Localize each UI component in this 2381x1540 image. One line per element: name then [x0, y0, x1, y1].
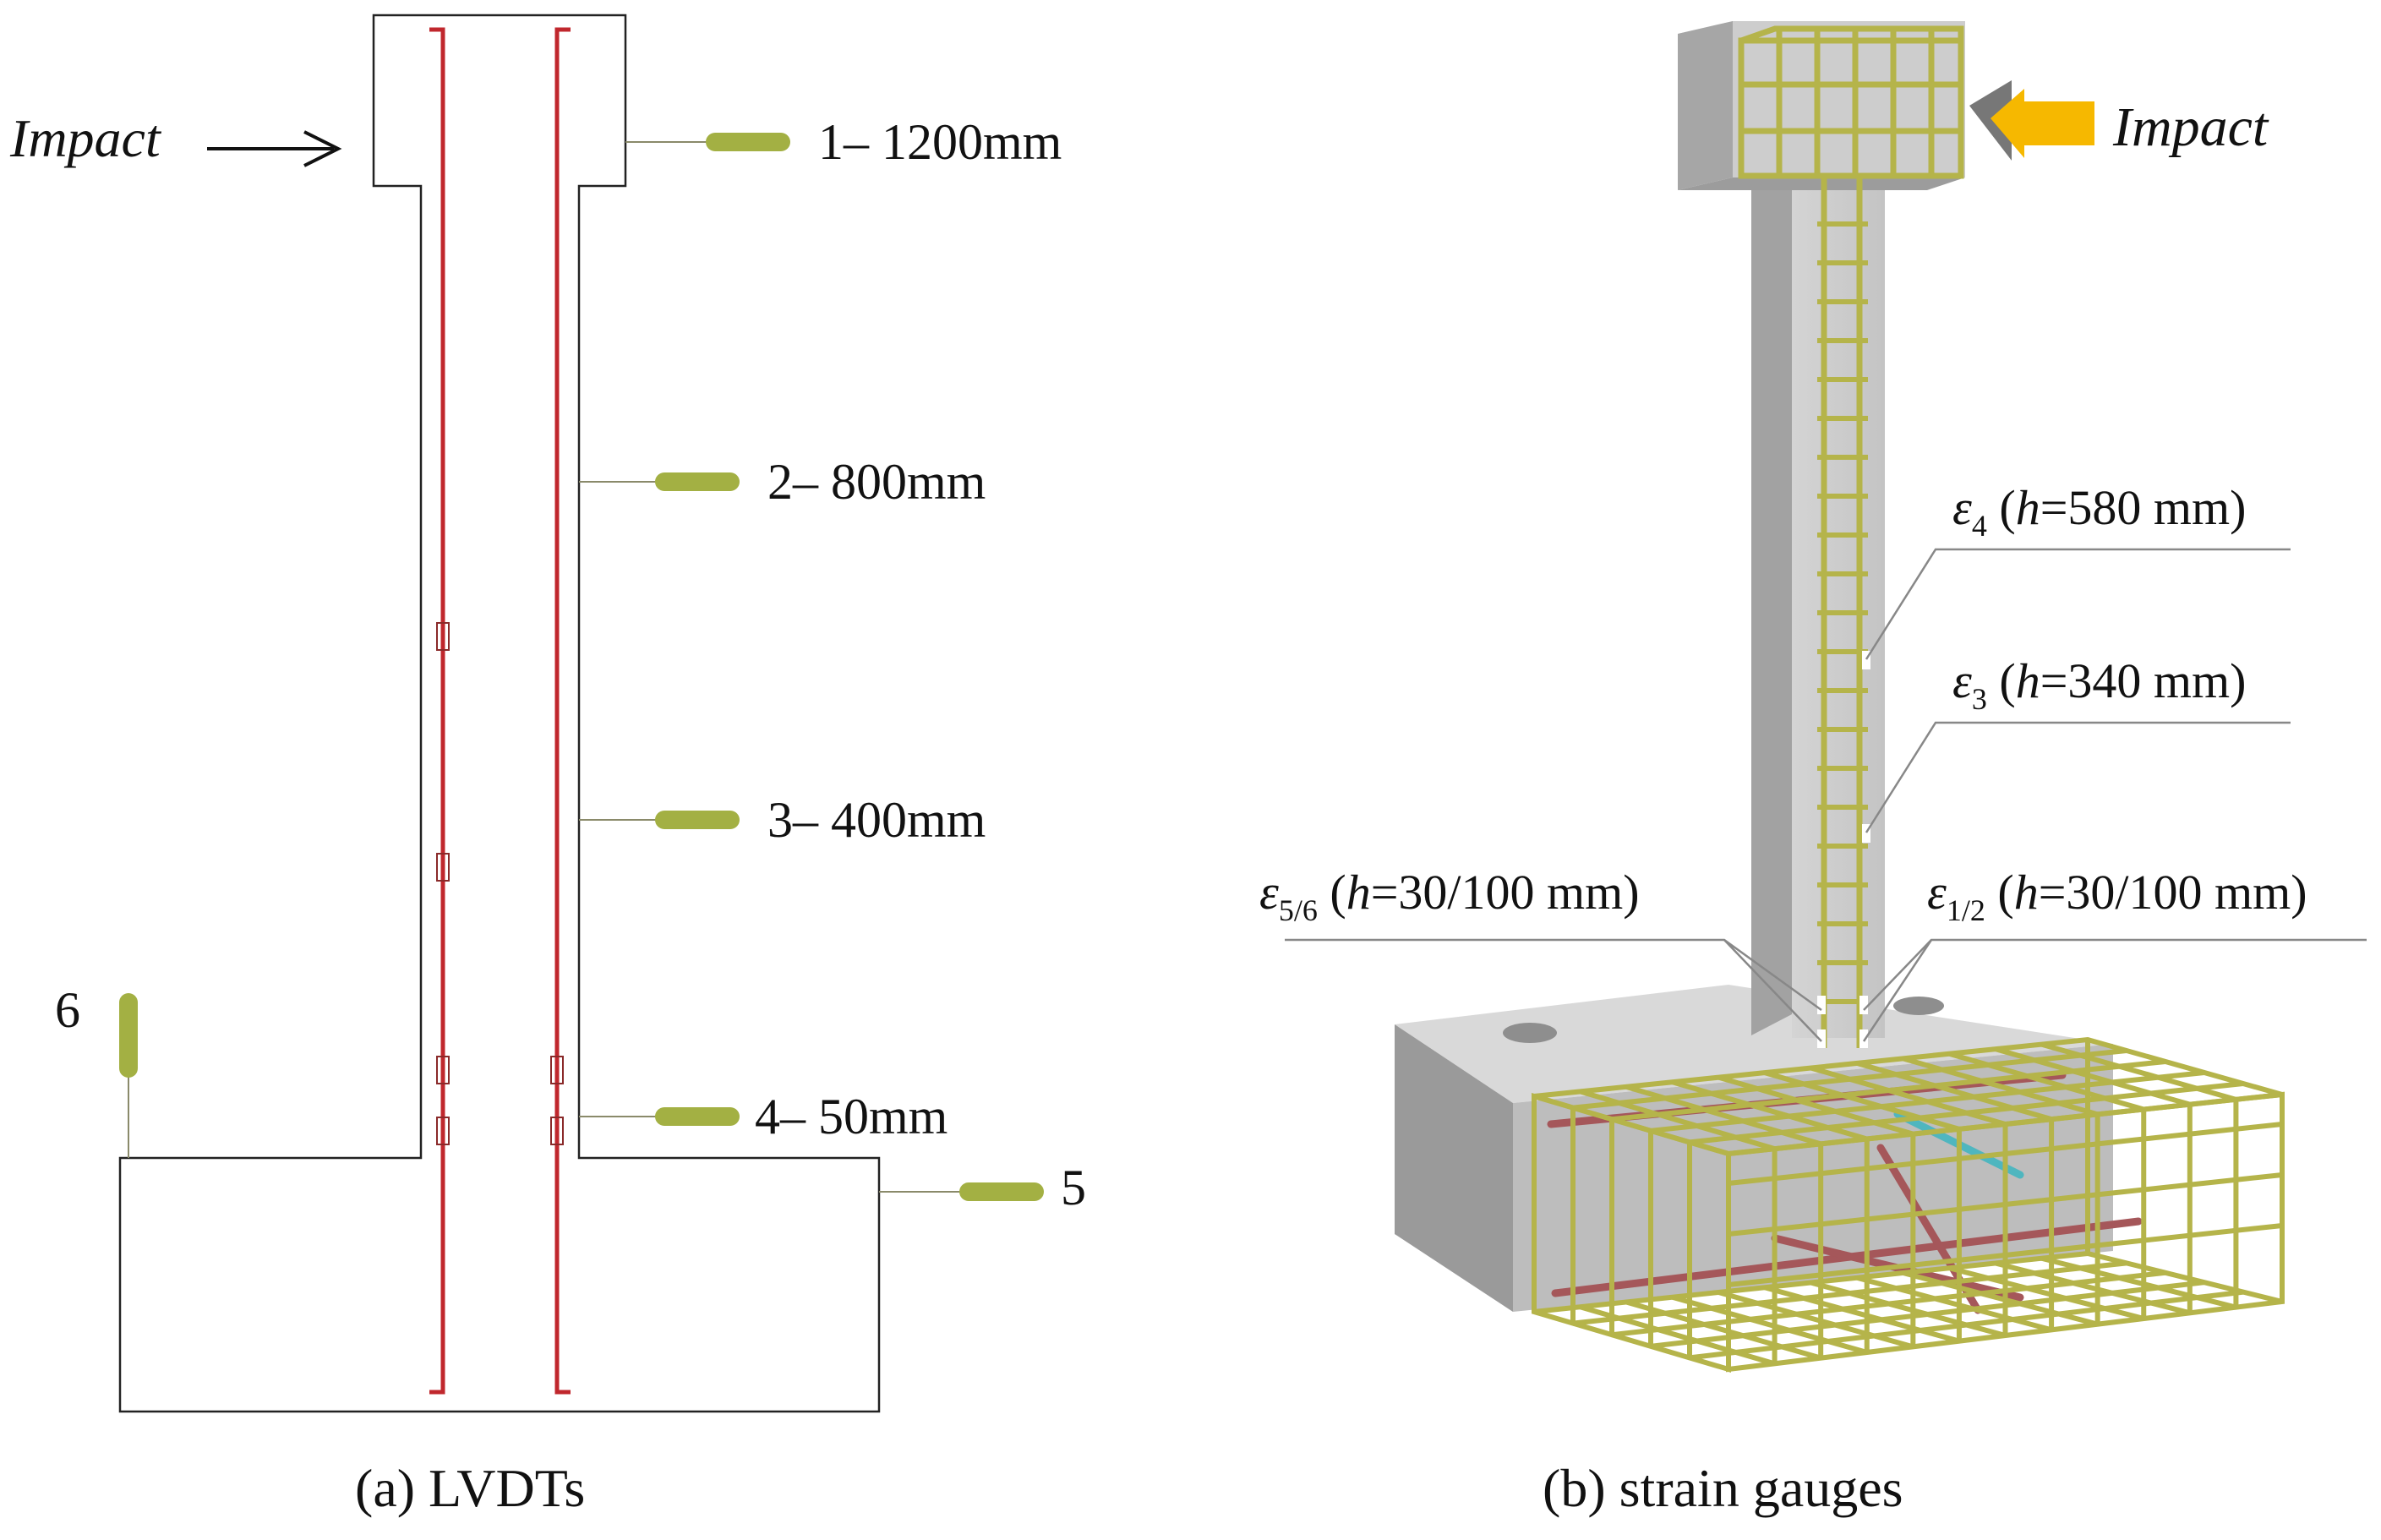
gauge-e12-label: ε1/2 (h=30/100 mm) [1927, 865, 2307, 927]
cage-bar [1671, 1079, 1868, 1142]
specimen-outline [118, 14, 881, 1413]
cage-bar [1689, 1081, 2244, 1145]
rebar-gauge-marks [436, 622, 564, 1145]
cage-bar [1764, 1070, 1960, 1132]
impact-label-b: Impact [2112, 96, 2269, 158]
lvdt-3-label: 3– 400mm [767, 792, 986, 848]
panel-b-strain-gauge-model: Impact ε4 (h=580 mm) ε3 (h=340 mm) ε5/6 … [1259, 21, 2367, 1518]
gauge-e56-label: ε5/6 (h=30/100 mm) [1259, 865, 1640, 927]
lvdt-1: 1– 1200mm [625, 114, 1062, 170]
cage-bar [1625, 1299, 1821, 1361]
impact-label-a: Impact [9, 108, 162, 168]
lvdt-6-label: 6 [55, 982, 80, 1038]
lvdt-5-label: 5 [1061, 1160, 1086, 1215]
column [1751, 176, 1885, 1038]
impact-arrow-b [1969, 80, 2094, 161]
cage-bar [1728, 1172, 2283, 1237]
footing-rebar-cage [1532, 1036, 2285, 1373]
gauge-e3-label: ε3 (h=340 mm) [1952, 653, 2246, 716]
cage-bar [1728, 1122, 2283, 1186]
lvdt-4-label: 4– 50mm [755, 1089, 947, 1144]
column-rebar-ladder [1817, 173, 1868, 1048]
rebar-right [554, 27, 571, 1395]
rebar-left [429, 27, 445, 1395]
cage-bar [1625, 1084, 1822, 1147]
cage-bar [1650, 1280, 2205, 1349]
cage-bar [1611, 1270, 2166, 1338]
cage-bar [1728, 1223, 2283, 1287]
lvdt-2: 2– 800mm [579, 454, 986, 510]
lvdt-4: 4– 50mm [579, 1089, 947, 1144]
cage-bar [1717, 1074, 1914, 1137]
lvdt-5: 5 [879, 1160, 1086, 1215]
head-rebar-cage [1738, 25, 1964, 179]
panel-a-lvdt-diagram: Impact 1– 1200mm 2– 800mm 3– 400mm 4– 50 [9, 14, 1086, 1518]
lvdt-3: 3– 400mm [579, 792, 986, 848]
lvdt-6: 6 [55, 982, 138, 1158]
cage-bar [1572, 1260, 2127, 1326]
caption-b: (b) strain gauges [1543, 1458, 1903, 1518]
column-gauge-marks [1817, 651, 1870, 1048]
cage-bar [1689, 1289, 2244, 1361]
cage-bar [1650, 1070, 2205, 1133]
impact-arrow-a [207, 130, 342, 167]
cage-bar [1579, 1089, 1776, 1152]
lvdt-2-label: 2– 800mm [767, 454, 986, 510]
cage-bar [1611, 1059, 2166, 1122]
gauge-e4-label: ε4 (h=580 mm) [1952, 480, 2246, 543]
cage-bar [1572, 1048, 2127, 1111]
lvdt-1-label: 1– 1200mm [818, 114, 1062, 170]
caption-a: (a) LVDTs [355, 1458, 585, 1518]
column-head [1678, 21, 1965, 190]
gauge-leader-lines [1285, 548, 2367, 1042]
